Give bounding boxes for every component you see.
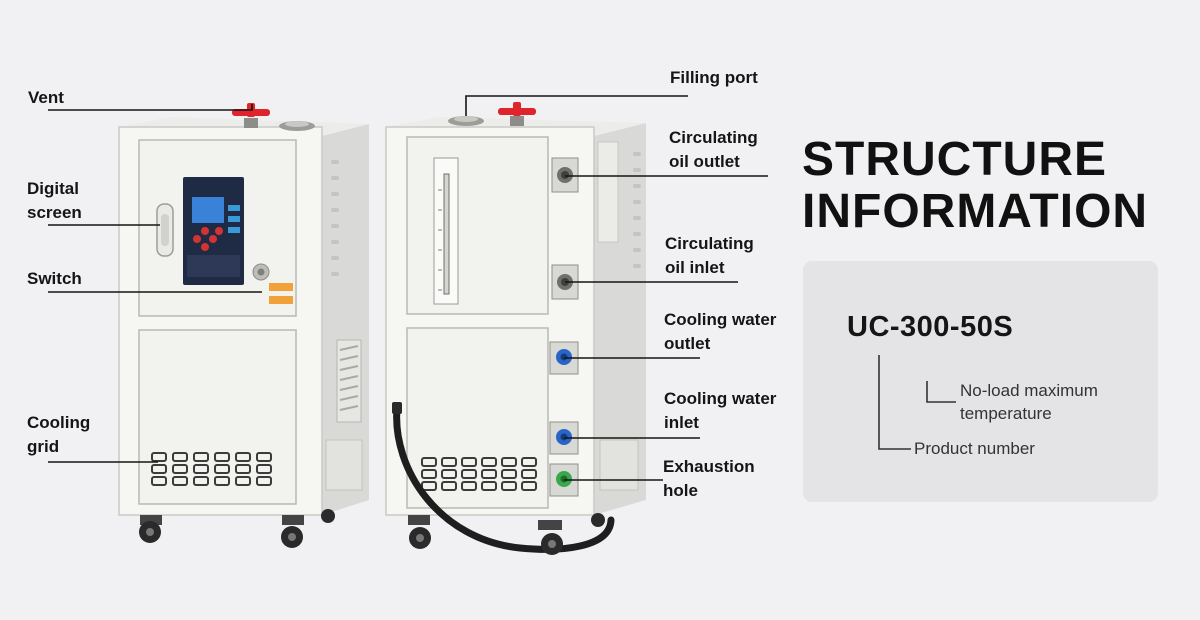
model-number: UC-300-50S bbox=[847, 311, 1014, 343]
product-number-label: Product number bbox=[914, 439, 1035, 458]
callout-oil-inlet: Circulating oil inlet bbox=[665, 234, 754, 277]
left-chiller-unit bbox=[118, 103, 369, 548]
model-bracket-lines bbox=[878, 355, 956, 450]
callout-oil-outlet: Circulating oil outlet bbox=[669, 128, 758, 171]
callout-cooling-grid: Cooling grid bbox=[27, 413, 91, 456]
page-title: STRUCTURE INFORMATION bbox=[802, 133, 1149, 238]
callout-lines bbox=[48, 95, 768, 481]
max-temp-label: No-load maximum temperature bbox=[960, 381, 1098, 423]
callout-exhaust-hole: Exhaustion hole bbox=[663, 457, 755, 500]
callout-water-inlet: Cooling water inlet bbox=[664, 389, 777, 432]
callout-water-outlet: Cooling water outlet bbox=[664, 310, 777, 353]
callout-digital-screen: Digital screen bbox=[27, 179, 82, 222]
model-info-box: UC-300-50S No-load maximum temperature P… bbox=[803, 261, 1158, 502]
right-chiller-unit bbox=[385, 102, 646, 555]
callout-filling-port: Filling port bbox=[670, 68, 758, 87]
callout-vent: Vent bbox=[28, 88, 64, 107]
callout-switch: Switch bbox=[27, 269, 82, 288]
